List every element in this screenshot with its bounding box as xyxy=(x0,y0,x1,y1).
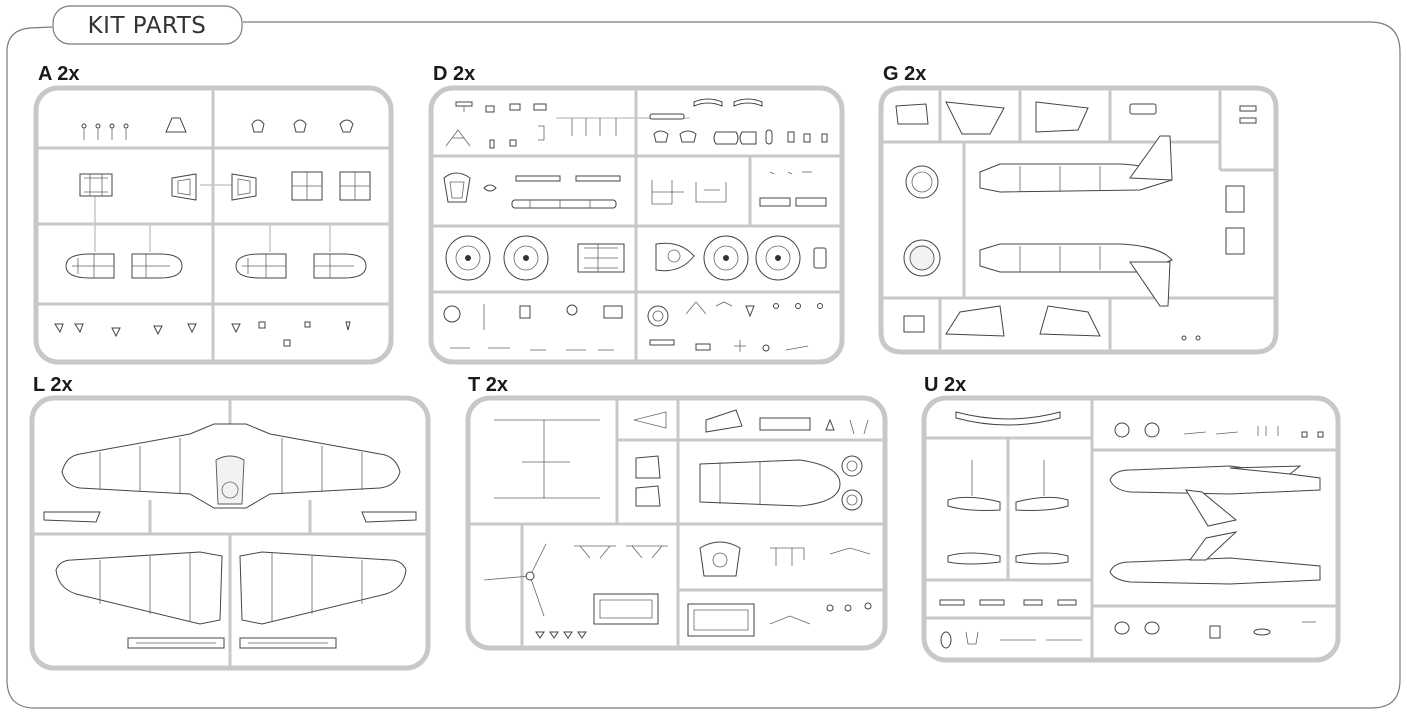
sprue-D: D 2x xyxy=(428,63,845,365)
title-tab: KIT PARTS xyxy=(52,5,243,45)
sprue-label-T: T 2x xyxy=(468,374,508,396)
parts-A-panels xyxy=(79,171,371,201)
parts-D-row1 xyxy=(445,98,828,149)
sprue-label-D: D 2x xyxy=(433,63,475,85)
parts-D-row4 xyxy=(443,301,823,352)
sprue-label-L: L 2x xyxy=(33,374,73,396)
sprue-label-A: A 2x xyxy=(38,63,80,85)
outer-frame xyxy=(6,21,1401,709)
parts-A-canopies xyxy=(65,253,367,279)
page-title: KIT PARTS xyxy=(88,13,207,39)
sprue-label-U: U 2x xyxy=(924,374,966,396)
sprue-L: L 2x xyxy=(29,374,431,671)
sprue-T: T 2x xyxy=(465,374,888,651)
parts-D-engines xyxy=(445,235,827,281)
sprue-A: A 2x xyxy=(33,63,394,365)
parts-A-small xyxy=(54,321,351,347)
parts-T xyxy=(483,409,872,639)
sprue-label-G: G 2x xyxy=(883,63,926,85)
parts-U xyxy=(939,411,1324,649)
sprue-U: U 2x xyxy=(921,374,1341,663)
parts-L xyxy=(43,423,417,649)
parts-D-row2 xyxy=(443,171,827,209)
parts-G xyxy=(895,101,1257,341)
sprue-G: G 2x xyxy=(878,63,1279,355)
parts-A-pins xyxy=(81,117,354,140)
